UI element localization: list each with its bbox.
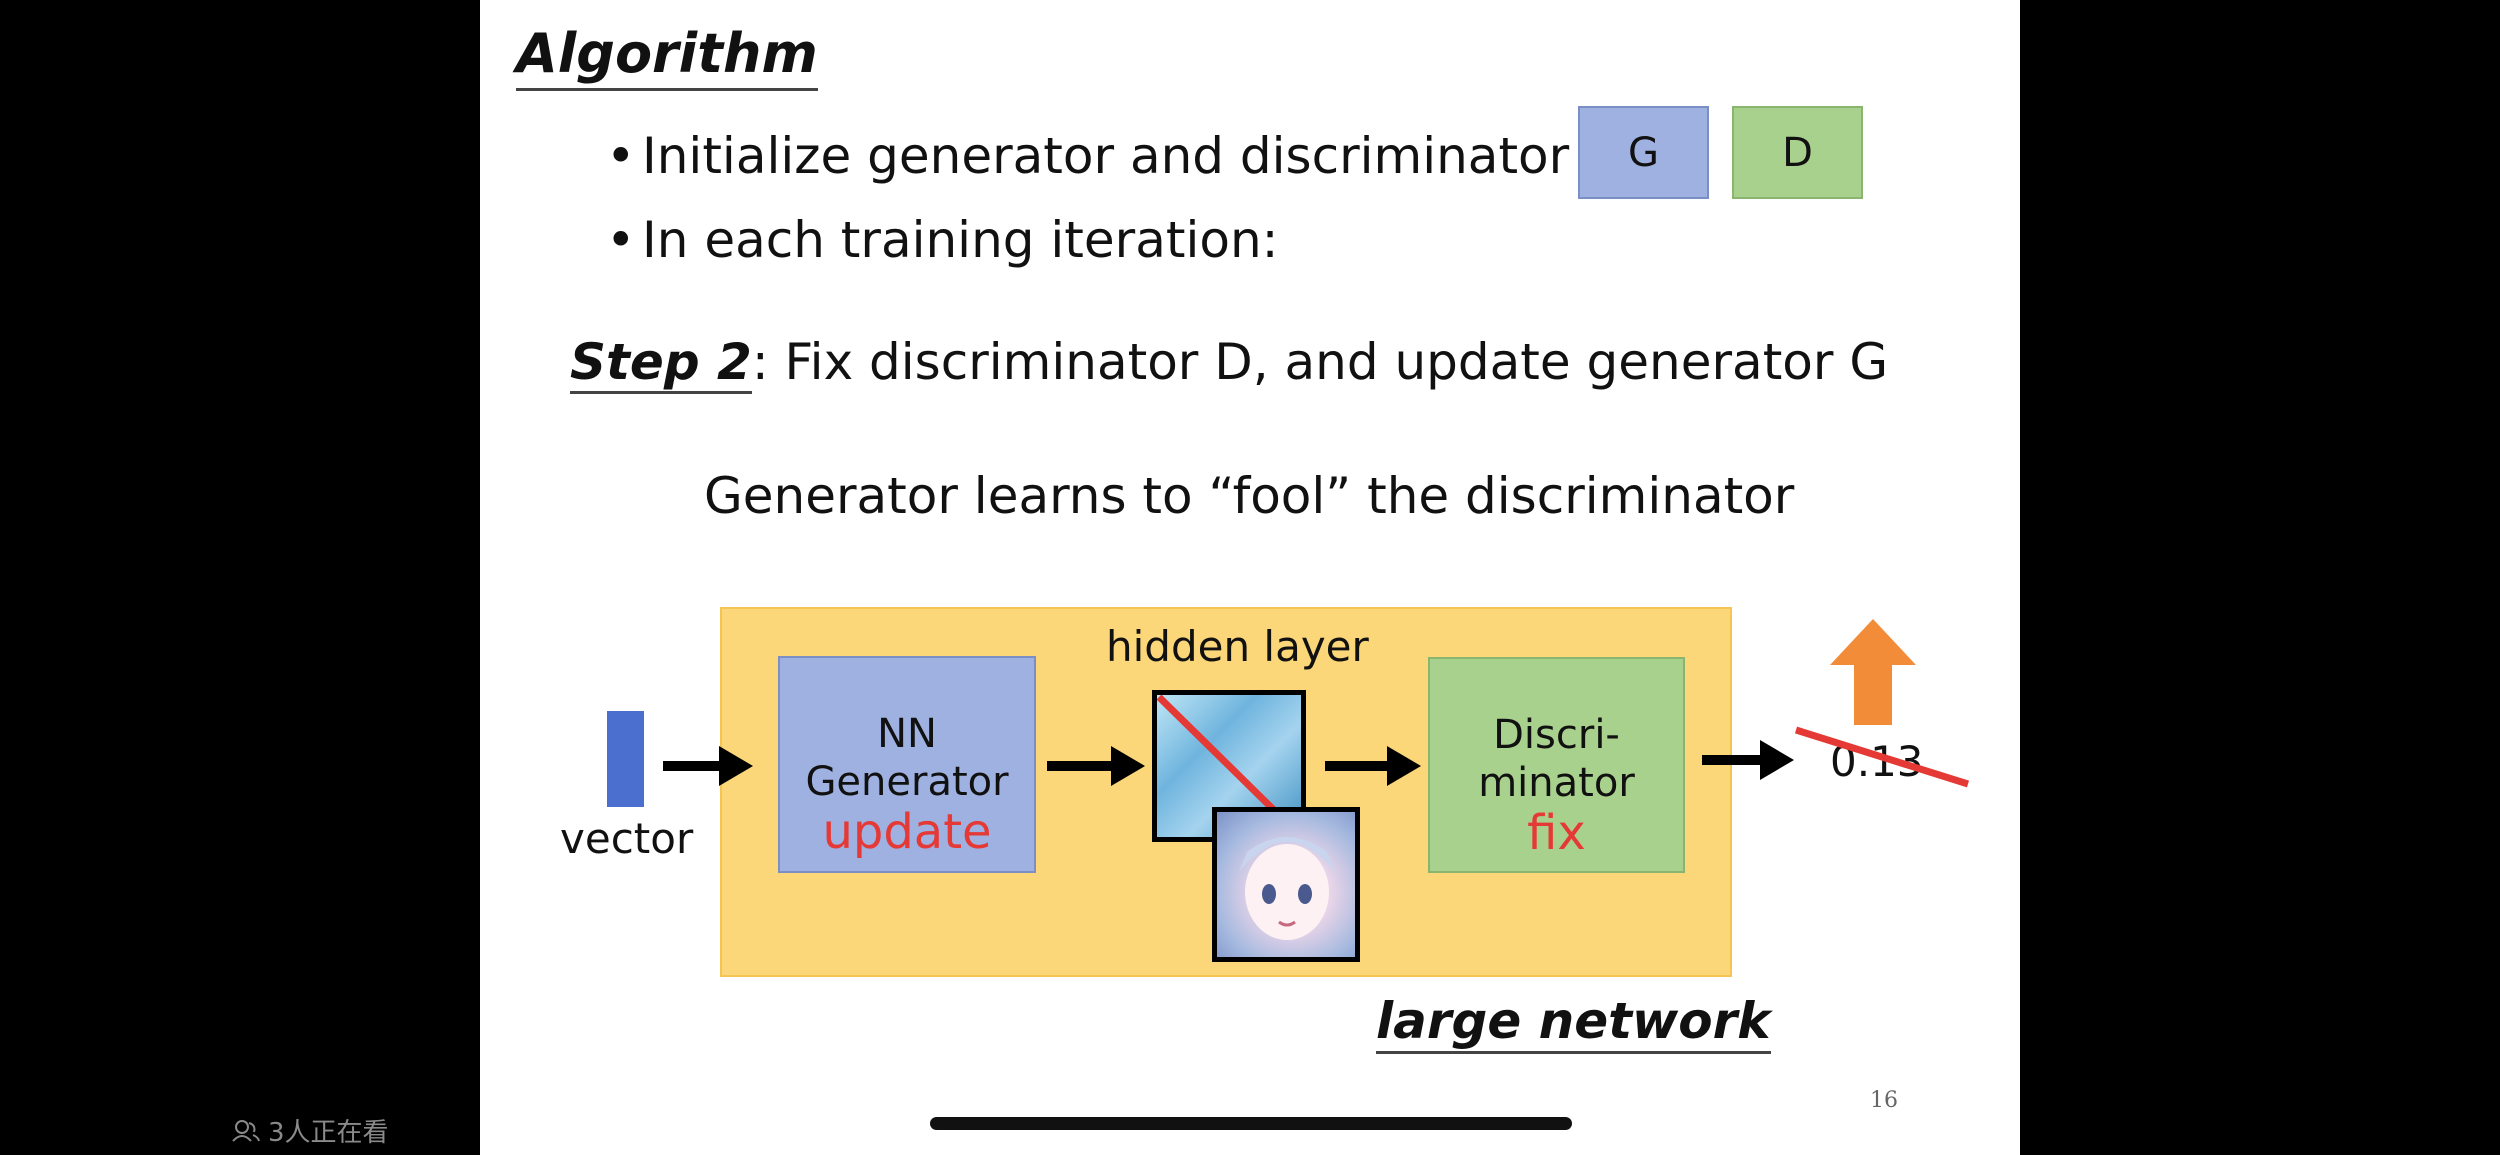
viewer-count: 3人正在看 [232,1112,389,1149]
viewer-count-text: 3人正在看 [268,1118,389,1148]
generated-image-new [1212,807,1360,962]
slide: Algorithm •Initialize generator and disc… [480,0,2020,1155]
large-network-label: large network [1376,991,1771,1054]
bullet-dot: • [606,127,636,185]
step-text: : Fix discriminator D, and update genera… [751,333,1889,391]
bullet-dot: • [606,211,636,269]
bullet-text: Initialize generator and discriminator [642,127,1570,185]
slide-title: Algorithm [516,22,818,91]
bullet-initialize: •Initialize generator and discriminator [606,126,1569,186]
step-2-line: Step 2: Fix discriminator D, and update … [570,332,1889,394]
up-arrow-icon [1830,619,1916,725]
anime-face-icon [1239,837,1335,940]
generator-line1: NN [877,711,937,757]
discriminator-line2: minator [1478,760,1635,806]
discriminator-status: fix [1527,805,1586,861]
slide-subtitle: Generator learns to “fool” the discrimin… [704,467,1795,525]
generator-box-g: G [1578,106,1709,199]
score-strike-icon [1794,726,1970,788]
generator-status: update [822,804,992,860]
generator-line2: Generator [805,759,1009,805]
input-vector-bar [607,711,644,807]
bullet-training-iteration: •In each training iteration: [606,210,1278,270]
strike-line-icon [1157,695,1280,816]
bullet-text: In each training iteration: [642,211,1279,269]
step-label: Step 2 [570,333,752,394]
hidden-layer-label: hidden layer [1106,622,1369,671]
discriminator-box-d: D [1732,106,1863,199]
vector-label: vector [560,814,694,863]
home-indicator[interactable] [930,1117,1572,1130]
page-number: 16 [1870,1088,1898,1113]
discriminator-line1: Discri- [1493,712,1620,758]
generator-box: NN Generator update [778,656,1036,873]
discriminator-box: Discri- minator fix [1428,657,1685,873]
viewers-icon [232,1119,260,1142]
